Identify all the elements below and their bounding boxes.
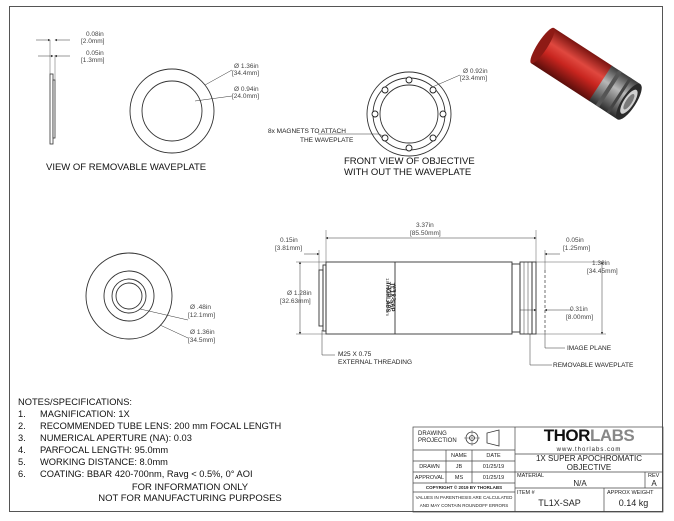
dim-length-mm: [85.50mm] [410, 230, 441, 237]
note-num: 6. [18, 469, 26, 479]
waveplate-front-view [129, 68, 233, 154]
note-num: 5. [18, 457, 26, 467]
note-item: 2. RECOMMENDED TUBE LENS: 200 mm FOCAL LE… [18, 420, 281, 432]
dim-end-id-in: Ø .48in [190, 304, 211, 311]
magnets-note-line1: 8x MAGNETS TO ATTACH [268, 128, 346, 135]
note-num: 4. [18, 445, 26, 455]
date-header: DATE [486, 452, 501, 459]
note-text: COATING: BBAR 420-700nm, Ravg < 0.5%, 0°… [40, 469, 253, 479]
dim-plate-id-in: Ø 0.94in [234, 86, 259, 93]
note-item: 1. MAGNIFICATION: 1X [18, 408, 281, 420]
drawing-projection-label-1: DRAWING [418, 431, 447, 437]
drawn-date: 01/25/19 [482, 463, 505, 470]
dim-wd-in: 0.31in [570, 306, 588, 313]
waveplate-side-view [36, 38, 70, 145]
item-label: ITEM # [517, 490, 535, 496]
info-line2: NOT FOR MANUFACTURING PURPOSES [98, 493, 282, 504]
approval-label: APPROVAL [414, 474, 445, 481]
description-line2: OBJECTIVE [566, 463, 612, 472]
note-num: 2. [18, 421, 26, 431]
dim-plate-step-mm: [1.3mm] [81, 57, 105, 64]
note-text: PARFOCAL LENGTH: 95.0mm [40, 445, 169, 455]
drawing-border [9, 6, 663, 512]
dim-right-step-in: 0.05in [566, 237, 584, 244]
body-engraving-spec: 1X / 0.03 / 200 mm [385, 277, 391, 317]
note-text: MAGNIFICATION: 1X [40, 409, 130, 419]
approval-date: 01/25/19 [482, 474, 505, 481]
description-line1: 1X SUPER APOCHROMATIC [535, 454, 643, 463]
info-line1: FOR INFORMATION ONLY [131, 482, 249, 493]
name-header: NAME [451, 452, 467, 459]
front-view-title-line1: FRONT VIEW OF OBJECTIVE [344, 156, 475, 167]
image-plane-label: IMAGE PLANE [567, 345, 612, 352]
copyright-note: COPYRIGHT © 2019 BY THORLABS [425, 485, 503, 490]
threading-note-line1: M25 X 0.75 [338, 351, 372, 358]
dim-end-id-mm: [12.1mm] [188, 312, 216, 319]
note-item: 4. PARFOCAL LENGTH: 95.0mm [18, 444, 281, 456]
notes-specifications: NOTES/SPECIFICATIONS: 1. MAGNIFICATION: 1… [18, 396, 281, 480]
note-num: 3. [18, 433, 26, 443]
title-block-grid [412, 426, 664, 513]
dim-left-step-mm: [3.81mm] [275, 245, 303, 252]
body-engraving-wd: WD 8.0 mm [391, 285, 397, 309]
weight-value: 0.14 kg [618, 498, 649, 508]
weight-label: APPROX WEIGHT [607, 490, 654, 496]
dim-end-od-mm: [34.5mm] [188, 337, 216, 344]
note-text: RECOMMENDED TUBE LENS: 200 mm FOCAL LENG… [40, 421, 282, 431]
dim-front-od-mm: [23.4mm] [460, 75, 488, 82]
removable-waveplate-label: REMOVABLE WAVEPLATE [553, 362, 634, 369]
information-disclaimer: FOR INFORMATION ONLY NOT FOR MANUFACTURI… [95, 482, 285, 504]
dim-plate-thickness-mm: [2.0mm] [81, 38, 105, 45]
note-item: 3. NUMERICAL APERTURE (NA): 0.03 [18, 432, 281, 444]
dim-front-od-in: Ø 0.92in [463, 68, 488, 75]
note-item: 6. COATING: BBAR 420-700nm, Ravg < 0.5%, … [18, 468, 281, 480]
threading-note-line2: EXTERNAL THREADING [338, 359, 413, 366]
waveplate-view-title: VIEW OF REMOVABLE WAVEPLATE [46, 162, 207, 173]
projection-symbol [464, 429, 500, 447]
rev-value: A [651, 479, 657, 488]
logo-part-1: THOR [543, 426, 591, 445]
objective-end-view [85, 252, 189, 340]
dim-body-od-in: Ø 1.28in [287, 290, 312, 297]
drawn-label: DRAWN [419, 463, 440, 470]
note-text: WORKING DISTANCE: 8.0mm [40, 457, 168, 467]
approval-name: MS [454, 474, 464, 481]
drawn-name: JB [455, 463, 463, 470]
logo-part-2: LABS [589, 426, 635, 445]
rev-label: REV [648, 473, 660, 479]
note-item: 5. WORKING DISTANCE: 8.0mm [18, 456, 281, 468]
dim-plate-id-mm: [24.0mm] [232, 93, 260, 100]
dim-length-in: 3.37in [416, 222, 434, 229]
dim-plate-step-in: 0.05in [86, 50, 104, 57]
note-text: NUMERICAL APERTURE (NA): 0.03 [40, 433, 192, 443]
dim-plate-thickness-in: 0.08in [86, 31, 104, 38]
dim-right-step-mm: [1.25mm] [563, 245, 591, 252]
objective-front-view [318, 71, 461, 157]
dim-rear-od-in: 1.36in [592, 260, 610, 267]
dim-plate-od-mm: [34.4mm] [232, 70, 260, 77]
material-label: MATERIAL [517, 473, 545, 479]
objective-side-view [296, 230, 606, 366]
notes-heading: NOTES/SPECIFICATIONS: [18, 397, 132, 407]
values-note-line1: VALUES IN PARENTHESIS ARE CALCULATED [415, 494, 513, 500]
dim-wd-mm: [8.00mm] [566, 314, 594, 321]
values-note-line2: AND MAY CONTAIN ROUNDOFF ERRORS [419, 502, 509, 508]
material-value: N/A [573, 478, 587, 488]
drawing-projection-label-2: PROJECTION [418, 438, 457, 444]
front-view-title-line2: WITH OUT THE WAVEPLATE [344, 167, 472, 178]
note-num: 1. [18, 409, 26, 419]
magnets-note-line2: THE WAVEPLATE [300, 137, 354, 144]
dim-plate-od-in: Ø 1.36in [234, 63, 259, 70]
product-render [530, 27, 642, 120]
dim-rear-od-mm: [34.45mm] [587, 268, 618, 275]
dim-left-step-in: 0.15in [280, 237, 298, 244]
item-value: TL1X-SAP [538, 498, 581, 508]
dim-body-od-mm: [32.63mm] [280, 298, 311, 305]
dim-end-od-in: Ø 1.36in [190, 329, 215, 336]
company-url: www.thorlabs.com [556, 446, 622, 453]
